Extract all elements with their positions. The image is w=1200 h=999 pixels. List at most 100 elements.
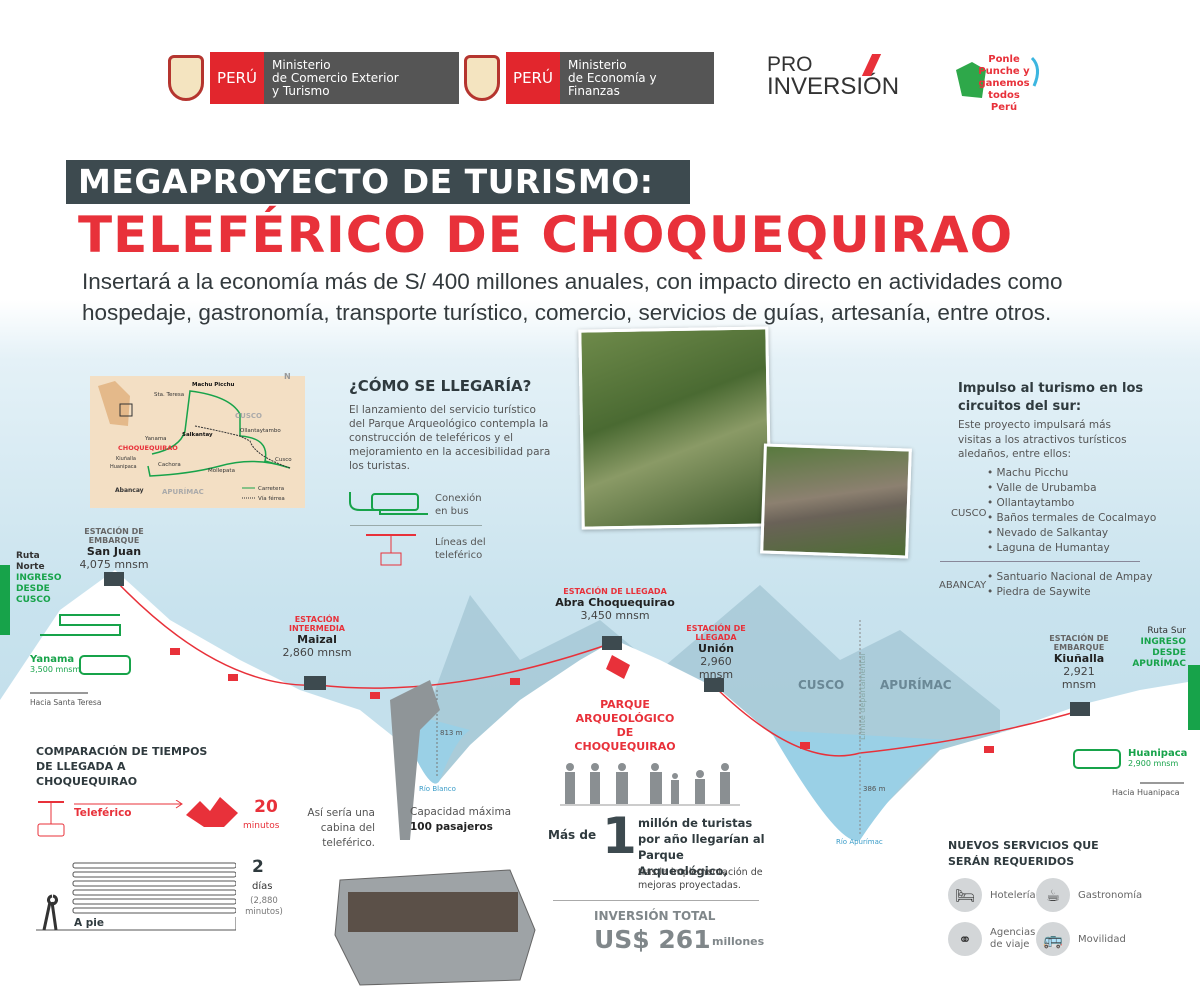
attraction: Baños termales de Cocalmayo <box>996 512 1157 524</box>
map-place: Sta. Teresa <box>154 392 184 398</box>
tourists-number: 1 <box>602 807 637 865</box>
service-movilidad: 🚌Movilidad <box>1036 922 1126 956</box>
route-entry: INGRESO DESDE APURÍMAC <box>1132 637 1186 669</box>
list-item: • Laguna de Humantay <box>987 542 1110 554</box>
cable-car-cabin-illustration <box>334 680 536 986</box>
tourists-silhouettes-icon <box>560 763 740 806</box>
depth-label: 813 m <box>440 729 463 737</box>
station-type: ESTACIÓN DE LLEGADA <box>563 587 667 596</box>
bus-icon <box>79 655 131 675</box>
walk-time-value: 2 <box>252 857 264 877</box>
station-maizal: ESTACIÓN INTERMEDIA Maizal 2,860 mnsm <box>282 615 352 659</box>
walk-time-unit: días <box>252 881 273 892</box>
ministry-name: Ministerio de Economía y Finanzas <box>560 52 714 104</box>
investment-value: US$ 261 <box>594 925 711 954</box>
bus-icon <box>1073 749 1121 769</box>
north-route-bar <box>0 565 10 635</box>
coat-of-arms-icon <box>168 55 204 101</box>
map-place: Abancay <box>115 487 144 494</box>
map-legend: Vía férrea <box>258 495 285 502</box>
bus-icon: 🚌 <box>1036 922 1070 956</box>
cable-time-value: 20 <box>254 797 278 817</box>
list-item: • Machu Picchu <box>987 467 1069 479</box>
road-icon <box>40 614 121 636</box>
impulse-body: Este proyecto impulsará más visitas a lo… <box>958 419 1127 460</box>
map-place: Cusco <box>275 457 292 463</box>
comparison-graphic <box>36 800 236 931</box>
divider <box>553 900 759 901</box>
list-item: • Santuario Nacional de Ampay <box>987 571 1153 583</box>
logo-text: INVERSIÓN <box>767 73 900 100</box>
cusco-attractions-list: • Machu Picchu • Valle de Urubamba • Oll… <box>987 466 1156 556</box>
punche-logo-text: Ponle Punche y ganemos todos Perú <box>978 54 1030 113</box>
station-altitude: 4,075 mnsm <box>79 558 149 571</box>
list-item: • Ollantaytambo <box>987 497 1075 509</box>
map-place: Yanama <box>144 436 167 442</box>
station-union: ESTACIÓN DE LLEGADA Unión 2,960 mnsm <box>686 624 746 681</box>
yanama-stop: Yanama 3,500 mnsm <box>30 654 80 674</box>
station-kiunalla: ESTACIÓN DE EMBARQUE Kiuñalla 2,921 mnsm <box>1046 634 1112 691</box>
station-type: ESTACIÓN DE EMBARQUE <box>1049 634 1109 652</box>
huanipaca-stop: Huanipaca 2,900 mnsm <box>1128 748 1187 768</box>
direction-santa-teresa: Hacia Santa Teresa <box>30 698 102 707</box>
bus-legend-label: Conexión en bus <box>435 493 482 517</box>
south-route-bar <box>1188 665 1200 730</box>
peru-label: PERÚ <box>506 52 560 104</box>
depth-label: 386 m <box>863 785 886 793</box>
map-place: CHOQUEQUIRAO <box>118 444 178 452</box>
route-entry: INGRESO DESDE CUSCO <box>16 573 62 605</box>
station-name: Maizal <box>297 633 337 646</box>
map-place: Kiuñalla <box>116 456 136 462</box>
river-label: Río Apurímac <box>836 838 883 846</box>
map-legend: Carretera <box>258 486 284 492</box>
ministry-line: de Economía y Finanzas <box>568 70 657 98</box>
stop-name: Huanipaca <box>1128 748 1188 759</box>
cup-icon: ☕ <box>1036 878 1070 912</box>
attraction: Piedra de Saywite <box>996 586 1091 598</box>
tourists-prefix: Más de <box>548 828 597 842</box>
services-title: NUEVOS SERVICIOS QUE SERÁN REQUERIDOS <box>948 839 1099 868</box>
station-type: ESTACIÓN DE LLEGADA <box>686 624 746 642</box>
ministry-line: Ministerio <box>568 57 627 72</box>
peru-label: PERÚ <box>210 52 264 104</box>
abancay-attractions-list: • Santuario Nacional de Ampay • Piedra d… <box>987 570 1152 600</box>
station-name: San Juan <box>86 545 142 558</box>
service-label: Gastronomía <box>1078 889 1143 901</box>
map-place: Huanipaca <box>110 464 137 470</box>
punche-logo-icon <box>956 56 1039 98</box>
logo-proinversion: PRO INVERSIÓN <box>767 54 900 100</box>
service-agencias: ⚭Agencias de viaje <box>948 922 1035 956</box>
stop-altitude: 2,900 mnsm <box>1128 759 1179 768</box>
river-label: Río Blanco <box>419 785 456 793</box>
service-gastronomia: ☕ Gastronomía <box>1036 878 1142 912</box>
station-name: Abra Choquequirao <box>555 596 675 609</box>
walk-time-note: (2,880 minutos) <box>245 896 283 917</box>
ministry-line: de Comercio Exterior <box>272 70 399 85</box>
list-item: • Piedra de Saywite <box>987 586 1091 598</box>
map-place: Mollepata <box>208 468 235 474</box>
stop-name: Yanama <box>30 654 75 665</box>
station-icons <box>104 572 1090 716</box>
map-place: Cachora <box>158 462 181 468</box>
investment-label: INVERSIÓN TOTAL <box>594 909 716 923</box>
logo-mincetur: PERÚ Ministerio de Comercio Exterior y T… <box>168 52 459 104</box>
capacity-value: 100 pasajeros <box>410 821 493 833</box>
attraction: Santuario Nacional de Ampay <box>996 571 1153 583</box>
service-hoteleria: 🛏Hotelería <box>948 878 1036 912</box>
direction-huanipaca: Hacia Huanipaca <box>1112 788 1180 797</box>
region-label: ABANCAY <box>939 580 987 591</box>
how-title: ¿CÓMO SE LLEGARÍA? <box>349 377 532 395</box>
department-limit: Límite departamental <box>858 653 867 740</box>
photo-choquequirao-terraces <box>578 326 772 530</box>
route-name: Ruta Sur <box>1147 626 1186 636</box>
service-label: Agencias de viaje <box>990 927 1036 950</box>
list-item: • Valle de Urubamba <box>987 482 1097 494</box>
park-label: PARQUE ARQUEOLÓGICO DE CHOQUEQUIRAO <box>574 698 676 753</box>
region-label: CUSCO <box>951 508 987 519</box>
walk-label: A pie <box>74 917 105 929</box>
region-apurimac: APURÍMAC <box>880 678 952 692</box>
station-altitude: 2,960 mnsm <box>698 655 734 681</box>
title-banner: MEGAPROYECTO DE TURISMO: <box>66 160 690 204</box>
ruins-icon <box>186 797 238 827</box>
bus-connection-icon <box>349 492 428 515</box>
